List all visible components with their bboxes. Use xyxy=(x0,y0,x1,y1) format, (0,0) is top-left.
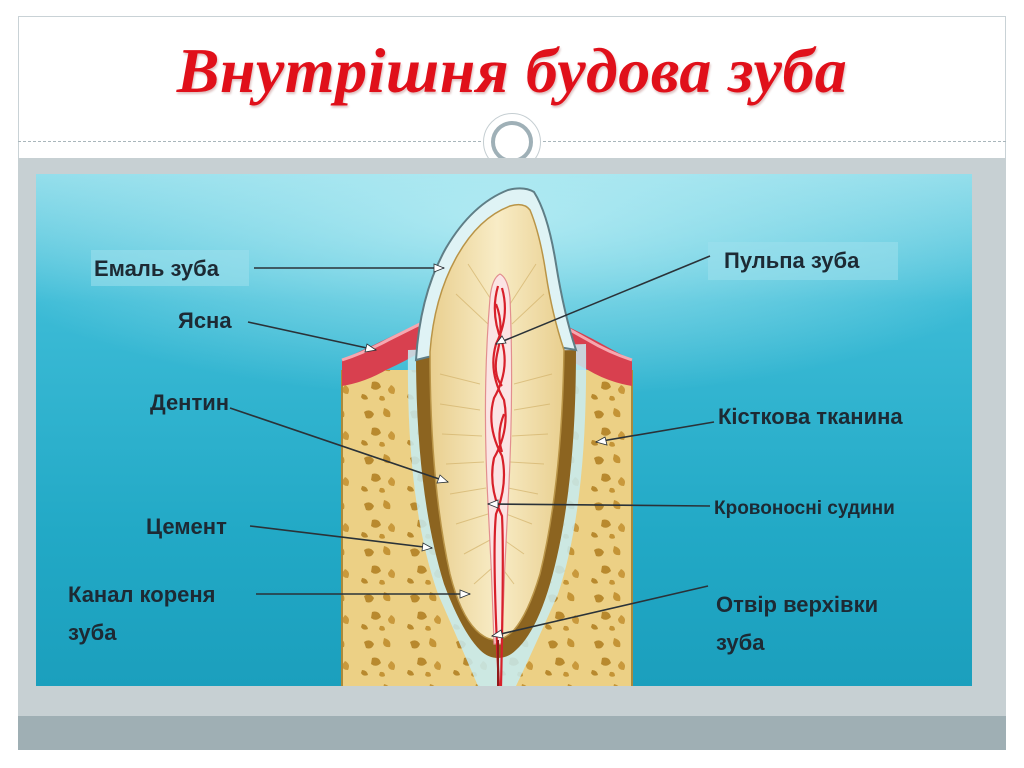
label-gum: Ясна xyxy=(178,308,232,333)
label-pulp: Пульпа зуба xyxy=(724,248,860,273)
label-apex-line1: Отвір верхівки xyxy=(716,592,878,617)
label-enamel: Емаль зуба xyxy=(94,256,220,281)
slide-title: Внутрішня будова зуба xyxy=(176,35,848,106)
label-apex-line2: зуба xyxy=(716,630,765,655)
label-bone: Кісткова тканина xyxy=(718,404,903,429)
label-root-canal-line1: Канал кореня xyxy=(68,582,216,607)
gum-right xyxy=(556,324,632,386)
label-dentin: Дентин xyxy=(150,390,229,415)
label-vessels: Кровоносні судини xyxy=(714,498,895,519)
gum-left xyxy=(342,324,424,386)
label-root-canal-line2: зуба xyxy=(68,620,117,645)
divider-ornament-ring xyxy=(491,121,533,163)
tooth-diagram: Емаль зуба Ясна Дентин Цемент Канал коре… xyxy=(36,174,972,686)
label-cement: Цемент xyxy=(146,514,227,539)
footer-band xyxy=(18,716,1006,750)
